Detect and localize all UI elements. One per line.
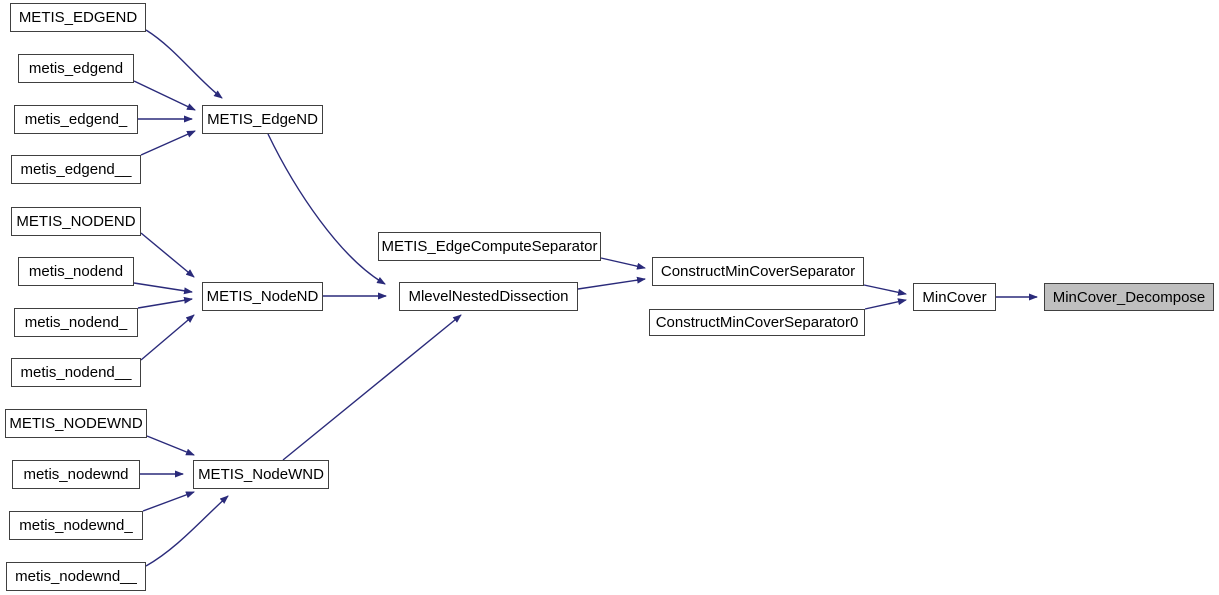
graph-node-label: METIS_EdgeComputeSeparator bbox=[381, 238, 598, 255]
graph-node-label: ConstructMinCoverSeparator bbox=[660, 263, 856, 280]
graph-node-metis_edgend_1[interactable]: metis_edgend_ bbox=[14, 105, 138, 134]
graph-node-label: metis_nodewnd_ bbox=[19, 517, 133, 534]
graph-node-metis_nodend_2[interactable]: metis_nodend__ bbox=[11, 358, 141, 387]
graph-node-label: metis_nodend_ bbox=[24, 314, 128, 331]
graph-node-metis_nodend_1[interactable]: metis_nodend_ bbox=[14, 308, 138, 337]
call-edge bbox=[282, 314, 462, 461]
call-edge bbox=[864, 298, 907, 310]
graph-node-label: metis_nodend__ bbox=[20, 364, 132, 381]
call-edge bbox=[146, 435, 195, 456]
graph-node-metis_nodend_caps[interactable]: METIS_NODEND bbox=[11, 207, 141, 236]
edge-layer bbox=[133, 29, 1038, 567]
graph-node-metis_nodewnd_1[interactable]: metis_nodewnd_ bbox=[9, 511, 143, 540]
graph-node-label: MlevelNestedDissection bbox=[408, 288, 569, 305]
call-edge bbox=[133, 80, 196, 111]
graph-node-metis_edgend_2[interactable]: metis_edgend__ bbox=[11, 155, 141, 184]
graph-node-METIS_EdgeComputeSeparator[interactable]: METIS_EdgeComputeSeparator bbox=[378, 232, 601, 261]
graph-node-MinCover[interactable]: MinCover bbox=[913, 283, 996, 311]
graph-node-label: MinCover_Decompose bbox=[1052, 288, 1206, 306]
graph-node-label: METIS_NodeND bbox=[206, 288, 319, 305]
graph-node-label: metis_edgend_ bbox=[24, 111, 128, 128]
graph-node-MlevelNestedDissection[interactable]: MlevelNestedDissection bbox=[399, 282, 578, 311]
graph-node-METIS_EdgeND[interactable]: METIS_EdgeND bbox=[202, 105, 323, 134]
call-edge bbox=[577, 276, 646, 290]
graph-node-label: METIS_NODEWND bbox=[9, 415, 143, 432]
call-edge bbox=[145, 29, 223, 99]
graph-node-metis_nodend[interactable]: metis_nodend bbox=[18, 257, 134, 286]
graph-node-ConstructMinCoverSeparator0[interactable]: ConstructMinCoverSeparator0 bbox=[649, 309, 865, 336]
call-edge bbox=[140, 232, 195, 278]
call-edge bbox=[863, 284, 907, 296]
call-edge bbox=[142, 491, 195, 512]
graph-node-label: METIS_EDGEND bbox=[18, 9, 138, 26]
graph-node-metis_nodewnd_2[interactable]: metis_nodewnd__ bbox=[6, 562, 146, 591]
call-edge bbox=[140, 130, 196, 156]
graph-node-metis_edgend[interactable]: metis_edgend bbox=[18, 54, 134, 83]
graph-node-label: METIS_NodeWND bbox=[198, 466, 324, 483]
graph-node-label: metis_edgend__ bbox=[20, 161, 132, 178]
graph-node-label: METIS_EdgeND bbox=[207, 111, 318, 128]
graph-node-label: metis_nodewnd__ bbox=[15, 568, 137, 585]
graph-node-label: MinCover bbox=[922, 288, 987, 306]
call-edge bbox=[140, 314, 195, 361]
call-edge bbox=[600, 257, 646, 270]
call-edge bbox=[145, 495, 229, 567]
call-edge bbox=[137, 296, 193, 309]
graph-node-MinCover_Decompose[interactable]: MinCover_Decompose bbox=[1044, 283, 1214, 311]
graph-node-label: metis_edgend bbox=[28, 60, 124, 77]
graph-node-label: metis_nodewnd bbox=[23, 466, 129, 483]
call-edge bbox=[267, 133, 386, 285]
call-edge bbox=[133, 282, 193, 295]
graph-node-metis_nodewnd_caps[interactable]: METIS_NODEWND bbox=[5, 409, 147, 438]
graph-node-metis_nodewnd[interactable]: metis_nodewnd bbox=[12, 460, 140, 489]
graph-node-metis_edgend_caps[interactable]: METIS_EDGEND bbox=[10, 3, 146, 32]
graph-node-ConstructMinCoverSeparator[interactable]: ConstructMinCoverSeparator bbox=[652, 257, 864, 286]
graph-node-METIS_NodeWND[interactable]: METIS_NodeWND bbox=[193, 460, 329, 489]
graph-node-METIS_NodeND[interactable]: METIS_NodeND bbox=[202, 282, 323, 311]
graph-node-label: ConstructMinCoverSeparator0 bbox=[655, 314, 859, 331]
graph-node-label: metis_nodend bbox=[28, 263, 124, 280]
graph-node-label: METIS_NODEND bbox=[16, 213, 136, 230]
